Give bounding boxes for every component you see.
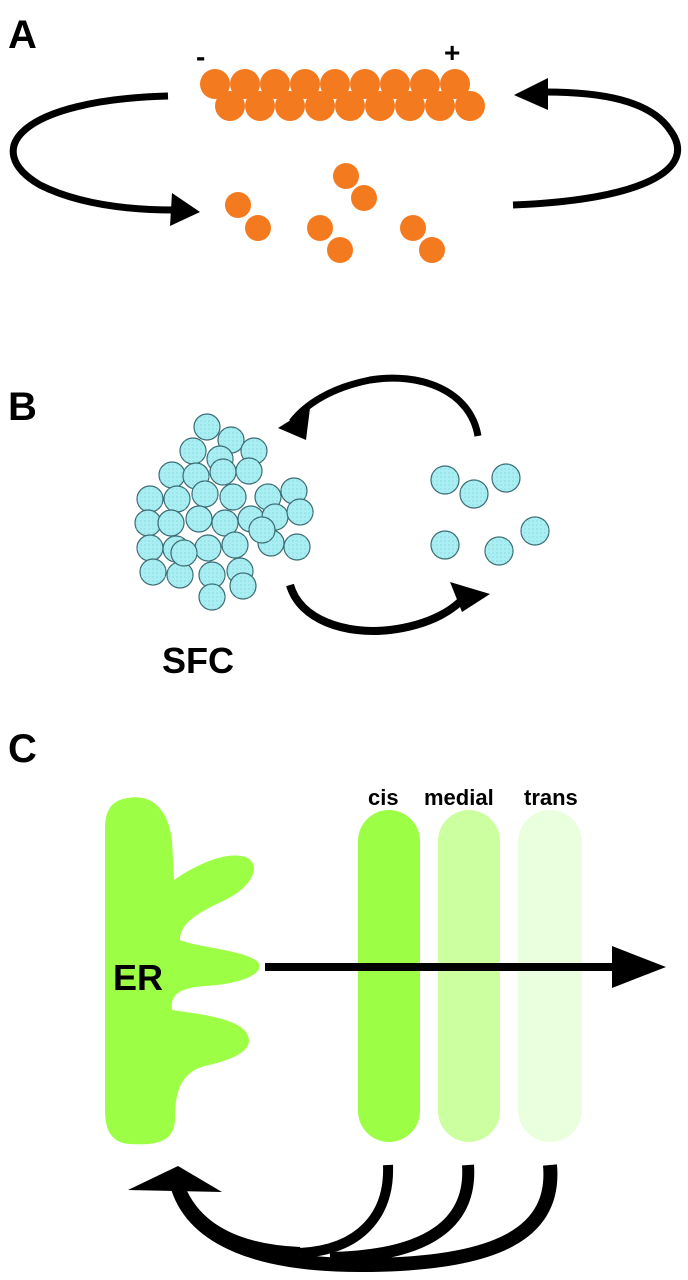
filament-subunit [455,91,485,121]
monomer-subunit [351,185,377,211]
retrograde-arrow-merge [174,1187,301,1259]
filament-subunit [200,69,230,99]
sfc-cluster [134,413,314,611]
filament-subunit [380,69,410,99]
sfc-particle-texture [222,532,248,558]
minus-end-label: - [196,41,205,72]
filament-subunit [215,91,245,121]
filament-subunit [410,69,440,99]
free-particle-texture [431,531,459,559]
medial-cisterna [438,810,500,1142]
filament-subunit [245,91,275,121]
monomer-subunit [245,215,271,241]
filament-subunit [305,91,335,121]
sfc-particle-texture [140,559,166,585]
monomer-subunit [327,237,353,263]
sfc-particle-texture [158,510,184,536]
filament-subunit [230,69,260,99]
depolymerization-arrowhead [170,193,200,226]
sfc-particle-texture [287,499,313,525]
sfc-particle-texture [281,478,307,504]
filament-subunit [350,69,380,99]
panel-b: B SFC [8,374,550,681]
sfc-particle-texture [192,481,218,507]
free-particle-texture [492,464,520,492]
sfc-particle-texture [159,462,185,488]
retrograde-arrow-cis [299,1164,394,1258]
sfc-particle-texture [180,438,206,464]
monomer-subunit [225,192,251,218]
filament-subunit [440,69,470,99]
sfc-label: SFC [162,640,234,681]
sfc-particle-texture [199,584,225,610]
medial-label: medial [424,785,494,810]
sfc-particle-texture [135,510,161,536]
panel-a-letter: A [8,13,37,57]
panel-c: C ER cis medial trans [8,727,666,1273]
sfc-particle-texture [164,486,190,512]
sfc-particle-texture [212,510,238,536]
monomer-subunit [333,163,359,189]
plus-end-label: + [444,37,460,68]
monomer-subunit [400,215,426,241]
sfc-particle-texture [236,458,262,484]
polymerization-arrowhead [514,78,548,110]
sfc-particle-texture [186,506,212,532]
filament-subunit [365,91,395,121]
panel-c-letter: C [8,727,37,771]
dispersed-particles [430,463,550,566]
sfc-particle-texture [199,562,225,588]
trans-label: trans [524,785,578,810]
panel-b-letter: B [8,385,37,429]
free-particle-texture [431,466,459,494]
filament-subunit [395,91,425,121]
actin-filament [200,69,485,121]
retrograde-arrowhead [128,1166,222,1192]
trans-cisterna [518,810,582,1142]
cis-cisterna [358,810,420,1142]
sfc-particle-texture [167,562,193,588]
free-subunits [225,163,445,263]
sfc-particle-texture [249,517,275,543]
sfc-particle-texture [220,484,246,510]
sfc-particle-texture [284,534,310,560]
er-label: ER [113,957,163,998]
sfc-particle-texture [171,540,197,566]
assembly-arrow [289,374,482,437]
free-particle-texture [460,480,488,508]
assembly-arrowhead [278,408,310,440]
anterograde-arrowhead [612,946,666,988]
filament-subunit [320,69,350,99]
depolymerization-arrow [9,92,176,214]
filament-subunit [260,69,290,99]
filament-subunit [425,91,455,121]
sfc-particle-texture [194,414,220,440]
cis-label: cis [368,785,399,810]
filament-subunit [275,91,305,121]
monomer-subunit [419,237,445,263]
sfc-particle-texture [137,486,163,512]
polymerization-arrow [512,88,682,209]
disassembly-arrowhead [450,582,490,612]
sfc-particle-texture [210,459,236,485]
retrograde-arrow-medial [329,1164,475,1264]
filament-subunit [290,69,320,99]
sfc-particle-texture [137,535,163,561]
filament-subunit [335,91,365,121]
sfc-particle-texture [230,573,256,599]
monomer-subunit [307,215,333,241]
panel-a: A - + [8,13,682,263]
free-particle-texture [521,517,549,545]
sfc-particle-texture [195,535,221,561]
er-compartment [105,797,260,1145]
disassembly-arrow [286,583,472,635]
free-particle-texture [485,537,513,565]
